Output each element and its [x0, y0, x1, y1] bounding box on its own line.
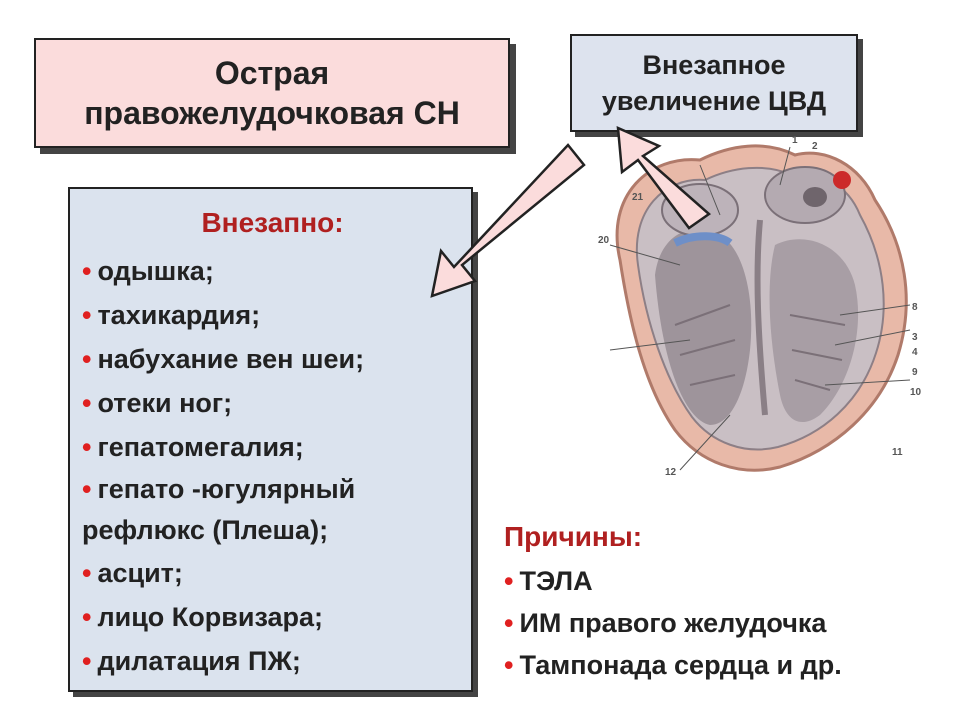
bullet-icon: •	[82, 256, 92, 286]
symptom-item: •асцит;	[82, 558, 183, 588]
label-1: 1	[792, 135, 798, 146]
bullet-icon: •	[82, 602, 92, 632]
symptom-item: •одышка;	[82, 256, 214, 286]
bullet-icon: •	[82, 646, 92, 676]
label-20: 20	[598, 235, 610, 246]
cause-item: •ТЭЛА	[504, 566, 593, 596]
label-9: 9	[912, 367, 918, 378]
cvp-box: Внезапное увеличение ЦВД	[570, 34, 858, 132]
title-line-1: Острая	[214, 55, 330, 91]
heart-illustration: 1 2 3 4 8 9 10 11 12 20 21	[598, 135, 922, 478]
symptom-item: •лицо Корвизара;	[82, 602, 324, 632]
label-21: 21	[632, 192, 644, 203]
label-2: 2	[812, 141, 818, 152]
title-line-2: правожелудочковая СН	[84, 95, 460, 131]
cause-item: •ИМ правого желудочка	[504, 608, 827, 638]
bullet-icon: •	[82, 558, 92, 588]
label-3: 3	[912, 332, 918, 343]
symptom-item-continuation: рефлюкс (Плеша);	[82, 515, 329, 545]
cvp-line-2: увеличение ЦВД	[601, 86, 827, 116]
bullet-icon: •	[504, 650, 514, 680]
bullet-icon: •	[504, 566, 514, 596]
causes-heading: Причины:	[504, 521, 643, 552]
title-box: Острая правожелудочковая СН	[34, 38, 510, 148]
symptom-item: •гепато -югулярный	[82, 474, 356, 504]
bullet-icon: •	[82, 474, 92, 504]
label-12: 12	[665, 467, 677, 478]
symptom-item: •набухание вен шеи;	[82, 344, 365, 374]
cause-item: •Тампонада сердца и др.	[504, 650, 842, 680]
causes-section: Причины: •ТЭЛА •ИМ правого желудочка •Та…	[504, 518, 944, 686]
label-11: 11	[892, 447, 903, 458]
symptoms-heading: Внезапно:	[201, 207, 344, 238]
label-4: 4	[912, 347, 918, 358]
cvp-line-1: Внезапное	[642, 50, 786, 80]
bullet-icon: •	[82, 388, 92, 418]
bullet-icon: •	[82, 432, 92, 462]
label-8: 8	[912, 302, 918, 313]
bullet-icon: •	[82, 300, 92, 330]
label-10: 10	[910, 387, 922, 398]
symptom-item: •тахикардия;	[82, 300, 261, 330]
symptom-item: •дилатация ПЖ;	[82, 646, 301, 676]
symptom-item: •гепатомегалия;	[82, 432, 304, 462]
bullet-icon: •	[82, 344, 92, 374]
symptoms-box: Внезапно: •одышка; •тахикардия; •набухан…	[68, 187, 473, 692]
bullet-icon: •	[504, 608, 514, 638]
symptom-item: •отеки ног;	[82, 388, 233, 418]
